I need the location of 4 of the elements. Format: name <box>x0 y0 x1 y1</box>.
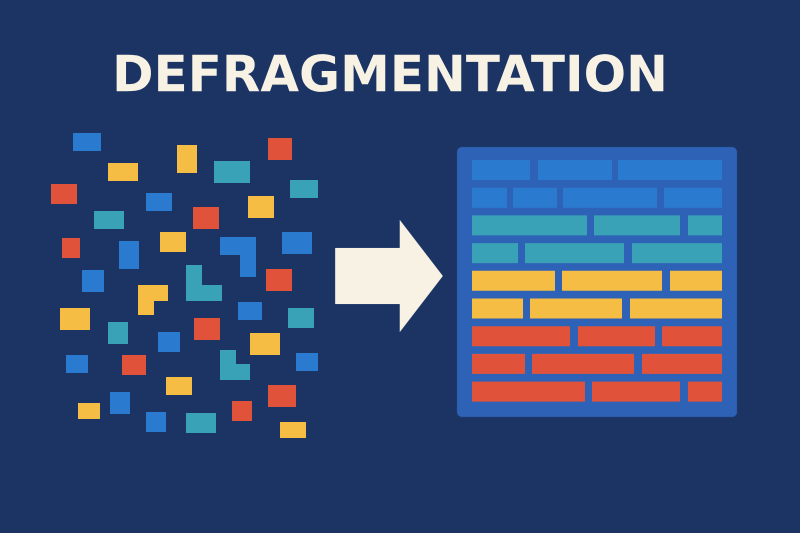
scattered-blocks-drawing <box>51 133 318 438</box>
block-grid-drawing <box>456 146 738 418</box>
title: DEFRAGMENTATION <box>116 54 664 92</box>
arrow <box>335 220 443 332</box>
